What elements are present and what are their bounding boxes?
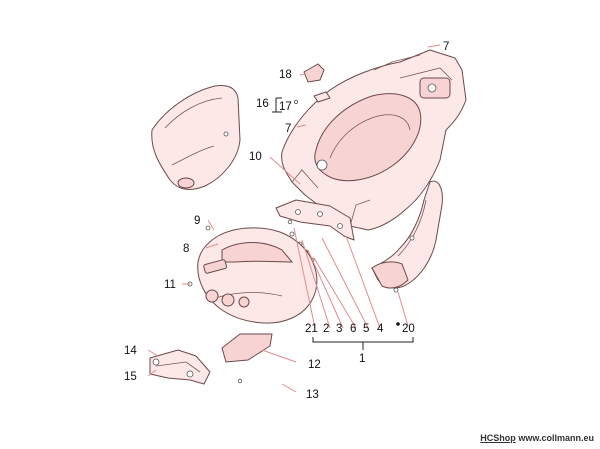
callout-15: 15 [124, 371, 137, 383]
callout-2: 2 [323, 323, 329, 335]
floor-plate [221, 333, 273, 384]
callout-6: 6 [350, 323, 356, 335]
callout-16: 16 [256, 98, 269, 110]
callout-4: 4 [377, 323, 384, 335]
callout-9: 9 [194, 215, 200, 227]
callout-3: 3 [336, 323, 342, 335]
callout-18: 18 [279, 69, 292, 81]
watermark-shop: HCShop [480, 433, 516, 443]
small-plug [293, 63, 331, 105]
callout-11: 11 [164, 279, 176, 291]
left-side-panel [151, 85, 241, 190]
callout-14: 14 [124, 345, 137, 357]
front-lower-shield [187, 225, 318, 324]
right-side-panel [371, 180, 443, 293]
callout-7-mid: 7 [285, 123, 291, 135]
callout-8: 8 [183, 243, 189, 255]
callout-13: 13 [306, 389, 319, 401]
callout-10: 10 [249, 151, 262, 163]
group-brackets [272, 97, 414, 350]
shop-watermark: HCShop www.collmann.eu [480, 433, 594, 443]
callout-1: 1 [359, 353, 365, 365]
watermark-site: www.collmann.eu [518, 433, 594, 443]
lower-bracket [149, 349, 211, 385]
mounting-bracket [275, 199, 355, 241]
leader-lines [147, 44, 441, 393]
callout-17: 17 [279, 101, 292, 113]
callout-7-top: 7 [443, 41, 449, 53]
callout-12: 12 [308, 359, 321, 371]
callout-21: 21 [305, 323, 318, 335]
callout-20: 20 [402, 323, 415, 335]
callout-5: 5 [363, 323, 369, 335]
callout-labels: 7 18 16 17 7 10 9 8 11 21 2 3 6 5 4 20 1… [124, 41, 449, 401]
